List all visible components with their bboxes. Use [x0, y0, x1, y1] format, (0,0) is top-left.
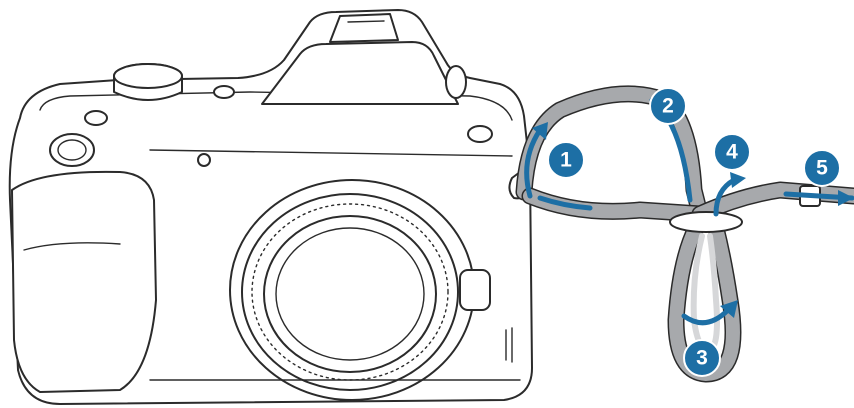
body-cap-inner — [275, 227, 425, 361]
small-button-2 — [213, 85, 235, 99]
strap-main — [693, 183, 854, 221]
top-plate-line — [39, 91, 513, 121]
small-button-3 — [467, 125, 493, 143]
step-number-3: 3 — [696, 347, 708, 370]
keeper-loop-inner — [690, 233, 720, 354]
step-number-5: 5 — [816, 157, 828, 180]
step-number-1: 1 — [560, 149, 572, 172]
shutter-button — [49, 133, 95, 167]
arrow-step-1 — [524, 127, 543, 199]
direction-arrows — [524, 97, 854, 326]
arrow-step-3 — [681, 307, 731, 326]
side-vent — [505, 327, 513, 363]
hot-shoe — [329, 13, 399, 43]
camera-grip — [11, 170, 157, 393]
small-button-1 — [84, 110, 108, 126]
shutter-button-inner — [57, 139, 87, 161]
front-face-line — [149, 149, 513, 157]
step-badge-5: 5 — [803, 149, 841, 187]
step-badge-3: 3 — [683, 339, 721, 377]
grip-texture-line — [23, 242, 121, 251]
viewfinder-hump — [261, 41, 459, 105]
arrow-head-4 — [730, 172, 746, 188]
hot-shoe-slot — [347, 20, 385, 23]
body-cap — [263, 215, 437, 373]
arrow-step-4 — [713, 177, 737, 217]
arrow-head-3 — [720, 300, 738, 318]
right-dial — [445, 65, 467, 99]
step-number-4: 4 — [726, 141, 738, 164]
camera-illustration — [8, 9, 533, 405]
step-badge-1: 1 — [547, 141, 585, 179]
lens-release-button — [459, 269, 491, 311]
arrow-head-5 — [838, 190, 854, 206]
strap-illustration — [515, 85, 854, 383]
mode-dial-top — [113, 63, 183, 89]
step-badge-2: 2 — [649, 87, 687, 125]
step-badge-4: 4 — [713, 133, 751, 171]
strap-keeper — [669, 211, 743, 233]
self-timer-lamp — [197, 153, 211, 167]
arrow-head-1 — [532, 122, 548, 140]
arrow-step-1b — [537, 195, 593, 211]
step-number-2: 2 — [662, 95, 674, 118]
